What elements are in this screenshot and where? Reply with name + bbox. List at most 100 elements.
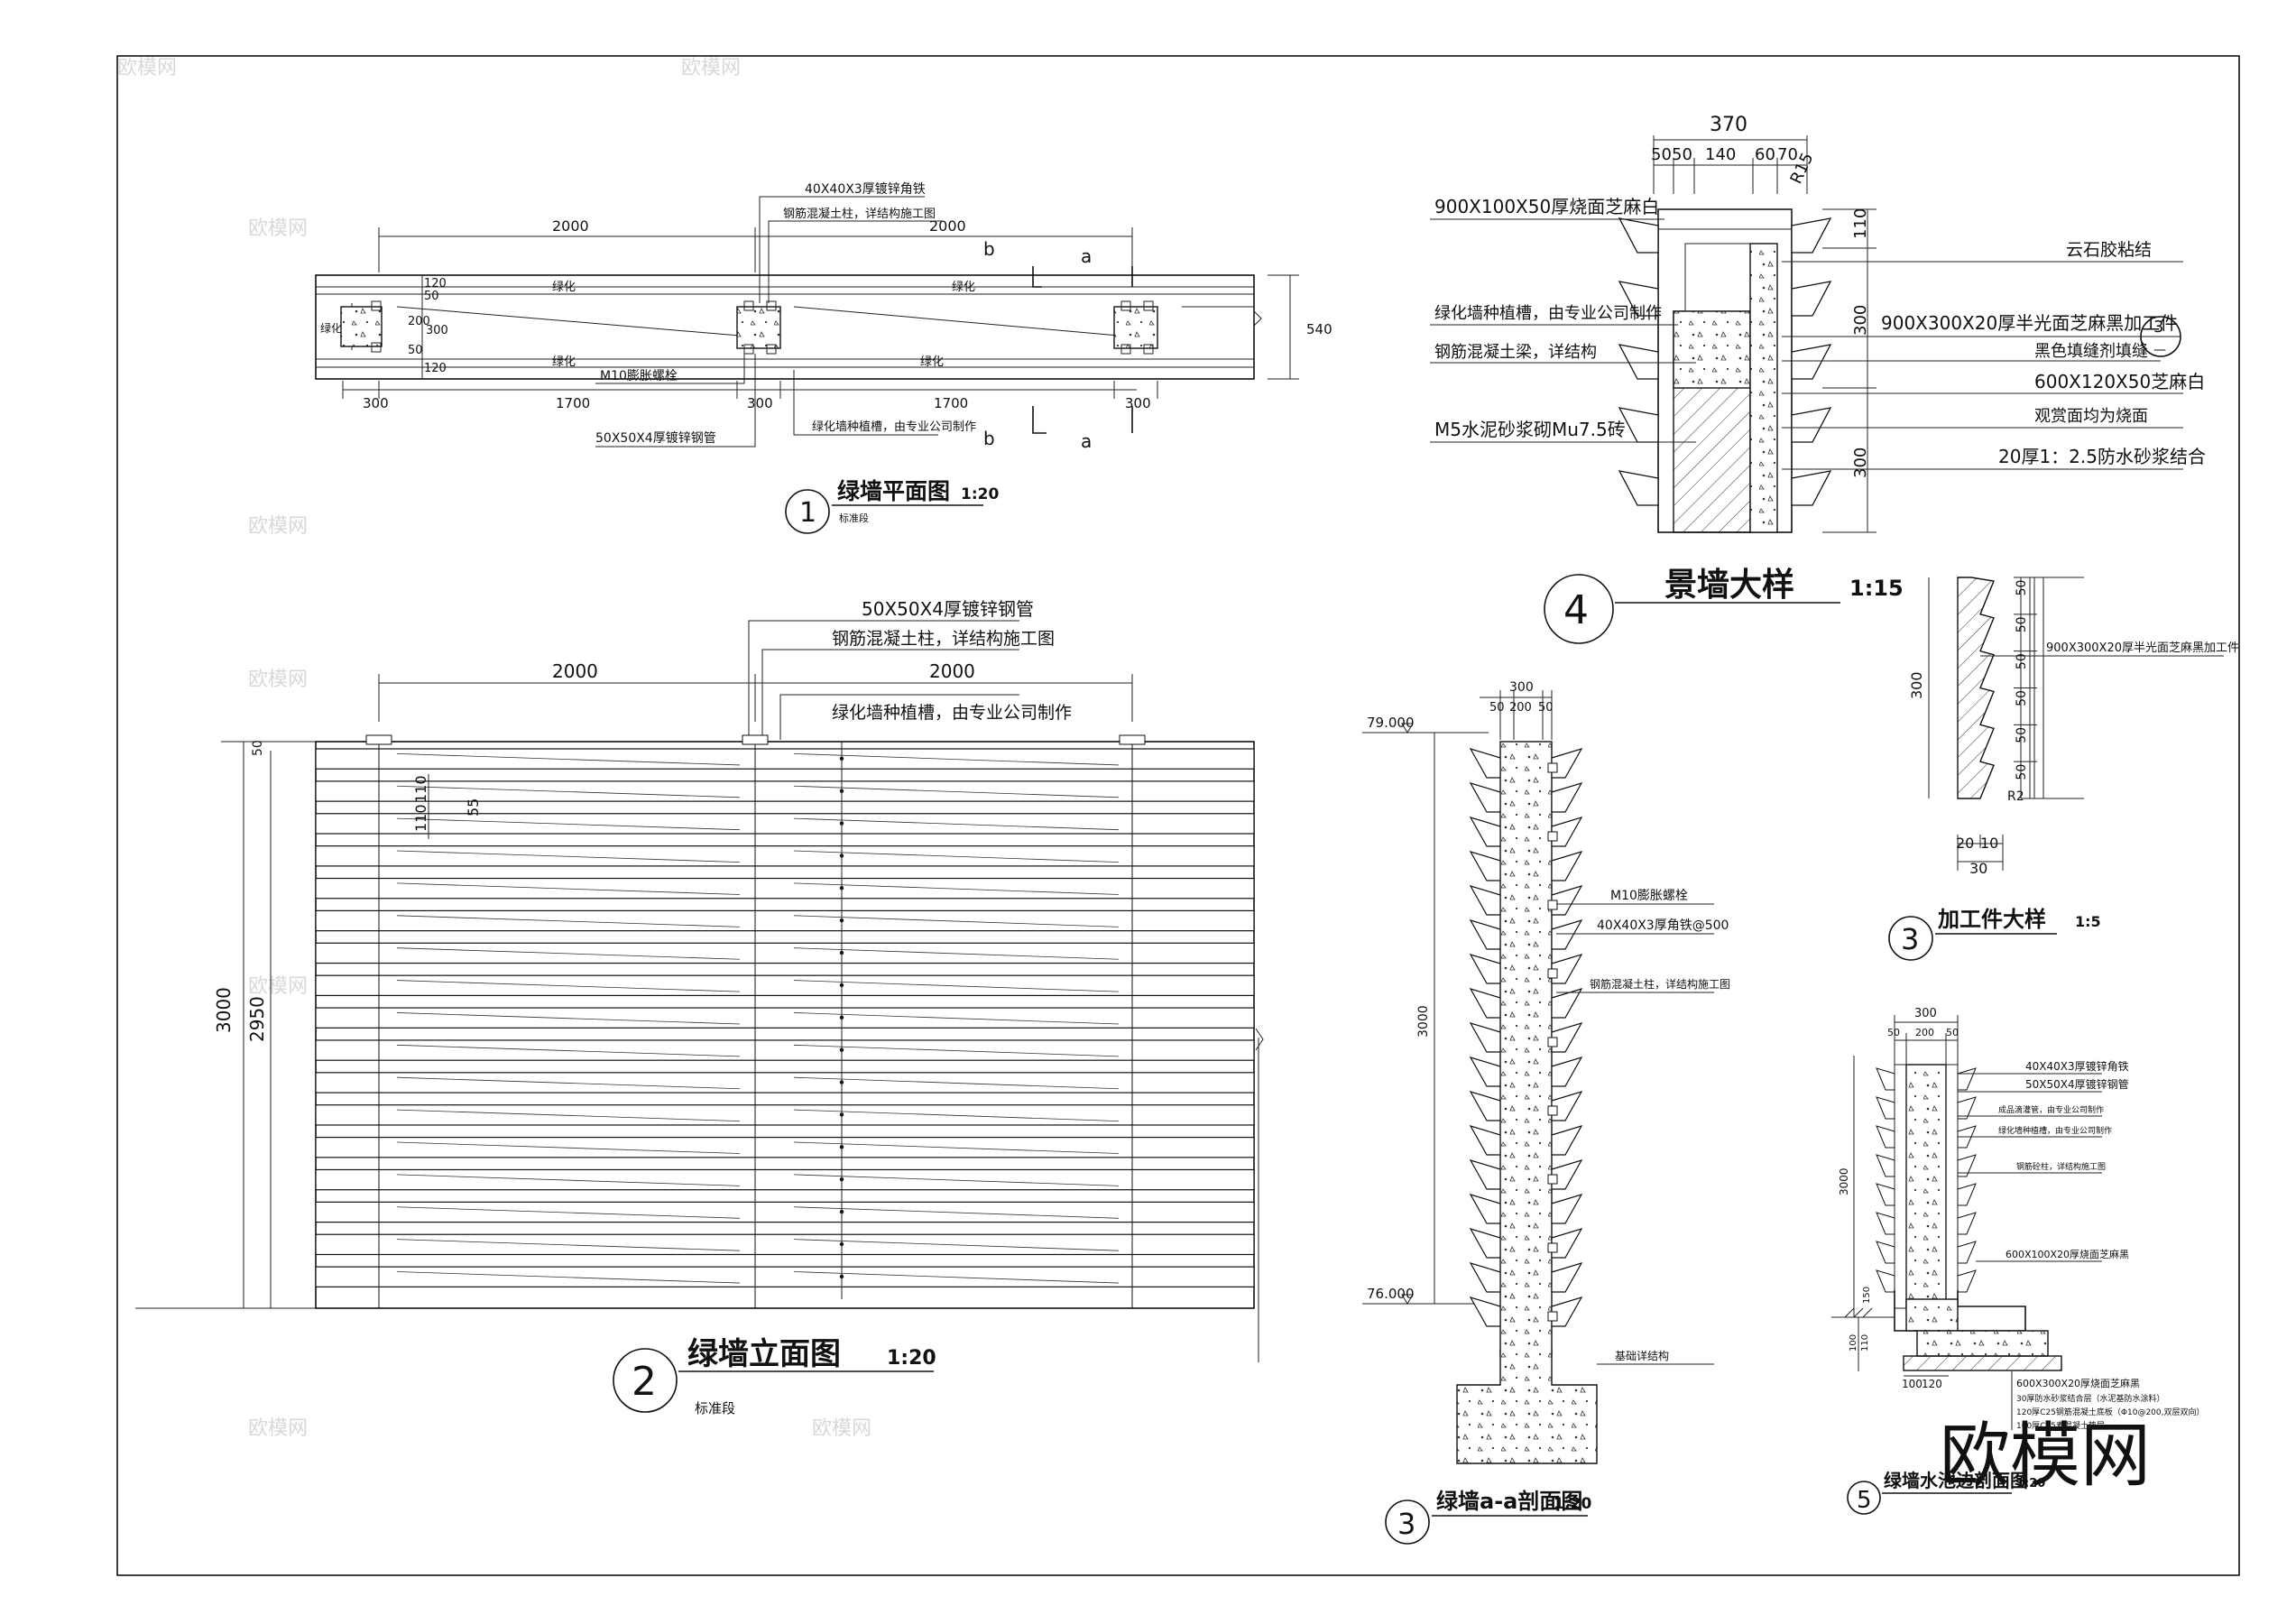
pool-label-pipe: 50X50X4厚镀锌钢管 (2025, 1077, 2129, 1091)
elev-post-cap (742, 734, 769, 745)
d4-tooth-left (1618, 344, 1659, 380)
section-tooth-left (1469, 987, 1501, 1019)
elev-slat-taper (793, 1206, 1120, 1219)
section-foundation (1456, 1349, 1598, 1464)
section-tooth-right (1551, 850, 1583, 881)
piece-dim-r: R2 (2007, 789, 2024, 804)
plan-green-label: 绿化 (320, 321, 342, 335)
elev-slat-taper (396, 915, 741, 927)
elev-slat-taper (396, 1141, 741, 1154)
pool-tooth-left (1876, 1183, 1895, 1206)
elev-dim-55: 55 (465, 798, 482, 817)
section-dim-top: 50 (1538, 701, 1554, 715)
plan-cut-letter: a (1081, 430, 1092, 452)
section-angle (1547, 1311, 1558, 1322)
plan-outline (315, 274, 1255, 380)
section-dim-height: 3000 (1416, 1005, 1431, 1038)
elev-slat-taper (793, 1044, 1120, 1057)
pool-tooth-left (1876, 1154, 1895, 1177)
elev-slat-taper (793, 785, 1120, 798)
watermark-small: 欧模网 (248, 515, 308, 538)
elev-slat (315, 1039, 1255, 1061)
section-tooth-right (1551, 918, 1583, 950)
d4-tooth-left (1618, 281, 1659, 317)
elev-post-cap (1119, 734, 1146, 745)
watermark-small: 欧模网 (248, 669, 308, 691)
pool-title: 绿墙水池边剖面图 (1884, 1470, 2028, 1491)
section-tooth-left (1469, 1261, 1501, 1293)
elev-slat (315, 1168, 1255, 1191)
elev-slat-taper (793, 882, 1120, 895)
brand-watermark: 欧模网 (1940, 1416, 2151, 1497)
pool-base (1903, 1355, 2062, 1371)
elev-slat-taper (793, 1012, 1120, 1025)
elev-slat (315, 1233, 1255, 1256)
watermark-small: 欧模网 (248, 217, 308, 240)
section-tooth-left (1469, 850, 1501, 881)
elev-slats (315, 734, 1255, 1308)
section-top-elev: 79.000 (1367, 715, 1415, 731)
section-planter-teeth (1469, 747, 1583, 1327)
d4-tooth-right (1791, 217, 1832, 254)
plan-view: 2000 2000 绿化 绿化 绿化 绿化 绿化 (315, 181, 1332, 534)
elev-slat-taper (396, 752, 741, 766)
section-label-angle: 40X40X3厚角铁@500 (1597, 918, 1729, 933)
plan-column (736, 306, 781, 349)
elev-slat-taper (793, 1076, 1120, 1090)
elev-dim-110: 110 (412, 775, 429, 803)
elev-slat (315, 1266, 1255, 1287)
d4-dim-top: 140 (1705, 145, 1736, 164)
watermark-small: 欧模网 (681, 57, 741, 79)
plan-column (1113, 306, 1158, 349)
elev-slat-taper (396, 882, 741, 895)
plan-scale: 1:20 (961, 485, 999, 503)
section-tooth-left (1469, 1296, 1501, 1327)
piece-dim-right: 50 (2015, 690, 2029, 706)
elev-title-num: 2 (632, 1359, 657, 1405)
plan-subtitle: 标准段 (839, 512, 869, 524)
watermark-small: 欧模网 (812, 1417, 871, 1440)
section-angle (1547, 762, 1558, 773)
d4-beam (1673, 310, 1751, 389)
watermark-small: 欧模网 (248, 975, 308, 998)
plan-dim-bottom: 1700 (934, 395, 968, 411)
pool-tooth-right (1957, 1067, 1977, 1091)
section-angle (1547, 968, 1558, 979)
elev-slat-taper (396, 1044, 741, 1057)
elev-dim-height: 3000 (213, 987, 235, 1033)
plan-green-label: 绿化 (952, 281, 975, 294)
section-tooth-left (1469, 816, 1501, 847)
plan-dim-bottom: 300 (747, 395, 773, 411)
d4-tooth-left (1618, 470, 1659, 506)
elev-label-planter: 绿化墙种植槽，由专业公司制作 (832, 703, 1072, 723)
elev-slat-taper (396, 1239, 741, 1251)
d4-label-glue: 云石胶粘结 (2066, 240, 2152, 260)
elev-slat (315, 942, 1255, 964)
elev-slat (315, 877, 1255, 900)
section-label-column: 钢筋混凝土柱，详结构施工图 (1590, 977, 1730, 991)
pool-tooth-left (1876, 1096, 1895, 1120)
section-bot-elev: 76.000 (1367, 1286, 1415, 1302)
section-tooth-left (1469, 953, 1501, 984)
pool-tooth-right (1957, 1154, 1977, 1177)
pool-label-drip: 成品滴灌管，由专业公司制作 (1998, 1104, 2104, 1115)
elev-slat-taper (793, 1174, 1120, 1186)
plan-dim-left: 50 (408, 344, 423, 357)
plan-label-pipe: 50X50X4厚镀锌钢管 (595, 430, 716, 446)
elev-slat-taper (793, 947, 1120, 960)
plan-cut-letter: b (983, 428, 995, 449)
section-scale: 1:20 (1554, 1495, 1591, 1513)
piece-dim-bottom: 20 (1956, 835, 1974, 852)
pool-title-num: 5 (1857, 1487, 1872, 1514)
section-tooth-left (1469, 1124, 1501, 1156)
elev-slat-taper (793, 1271, 1120, 1284)
plan-label-column: 钢筋混凝土柱，详结构施工图 (783, 207, 936, 221)
section-dim-top: 50 (1489, 701, 1505, 715)
elev-slat (315, 1104, 1255, 1126)
d4-label-brick: M5水泥砂浆砌Mu7.5砖 (1434, 419, 1626, 440)
elevation-view: 50X50X4厚镀锌钢管 钢筋混凝土柱，详结构施工图 绿化墙种植槽，由专业公司制… (135, 598, 1264, 1416)
plan-title-num: 1 (799, 497, 816, 529)
pool-tooth-right (1957, 1096, 1977, 1120)
d4-dim-right: 300 (1851, 448, 1870, 478)
